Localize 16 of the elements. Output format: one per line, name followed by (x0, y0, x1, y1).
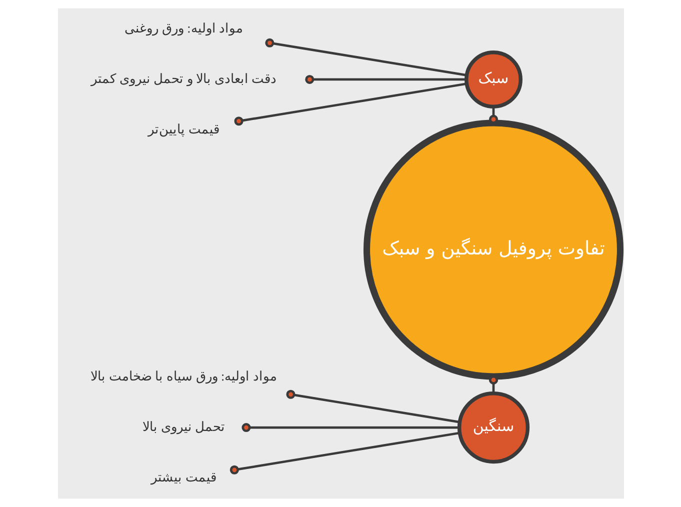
node-text: دقت ابعادی بالا و تحمل نیروی کمتر (90, 70, 276, 86)
node-circle: تفاوت پروفیل سنگین و سبک (363, 120, 624, 380)
connector (264, 38, 466, 76)
connector (488, 375, 498, 393)
connector (234, 82, 466, 126)
connector (241, 422, 459, 432)
node-text: مواد اولیه: ورق سیاه با ضخامت بالا (90, 368, 276, 384)
node-text: تحمل نیروی بالا (142, 418, 225, 434)
node-text: قیمت پایین‌تر (148, 121, 219, 136)
node-text: قیمت بیشتر (150, 470, 216, 485)
node-text: مواد اولیه: ورق روغنی (124, 20, 243, 36)
connector (229, 432, 460, 474)
connector (304, 74, 466, 84)
node-circle: سبک (464, 50, 522, 108)
node-circle: سنگین (456, 391, 530, 464)
connector (286, 390, 460, 424)
